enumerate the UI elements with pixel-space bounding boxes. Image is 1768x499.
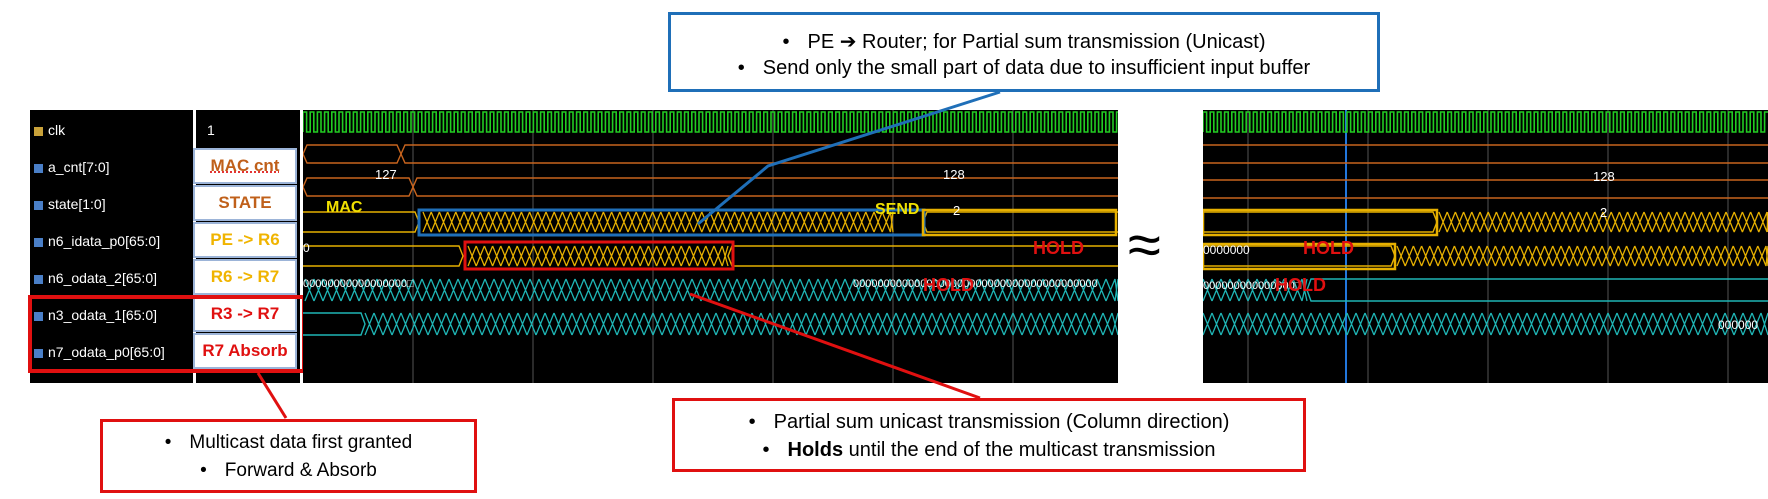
n7-toggle xyxy=(364,312,1119,336)
clock-trace xyxy=(1202,111,1768,133)
a-cnt-value-before: 127 xyxy=(375,167,397,182)
odata-hold-label: HOLD xyxy=(1275,275,1326,295)
tag-label: R6 -> R7 xyxy=(210,267,280,286)
signal-name: state[1:0] xyxy=(48,196,106,212)
bus-icon xyxy=(34,348,43,358)
idata-start-value: 0 xyxy=(303,241,310,255)
signal-row-state[interactable]: state[1:0] xyxy=(34,196,106,212)
state-value: 2 xyxy=(953,203,961,218)
bullet: • xyxy=(737,57,745,79)
tag-label: PE -> R6 xyxy=(210,230,280,249)
n3-bus xyxy=(1306,278,1768,302)
bus-icon xyxy=(34,274,43,284)
signal-name-panel: clk a_cnt[7:0] state[1:0] n6_idata_p0[65… xyxy=(30,110,193,383)
bullet: • xyxy=(164,432,172,453)
bus-icon xyxy=(34,237,43,247)
odata-unicast-highlight xyxy=(463,240,735,271)
callout-bottom-left: • Multicast data first granted • Forward &… xyxy=(100,419,477,493)
callout-top-line1: PE ➔ Router; for Partial sum transmissio… xyxy=(807,31,1266,53)
signal-icon xyxy=(34,126,43,136)
signal-row-n3-odata[interactable]: n3_odata_1[65:0] xyxy=(34,307,157,323)
state-send-label: SEND xyxy=(875,201,920,218)
signal-row-n6-idata[interactable]: n6_idata_p0[65:0] xyxy=(34,233,160,249)
signal-name: clk xyxy=(48,122,66,138)
callout-bottom-right-line2: until the end of the multicast transmiss… xyxy=(843,439,1216,461)
idata-toggle xyxy=(422,211,894,233)
tag-label: MAC cnt xyxy=(210,156,280,175)
signal-name: n3_odata_1[65:0] xyxy=(48,307,157,323)
bullet: • xyxy=(748,411,756,433)
bottom-right-pointer xyxy=(689,292,981,400)
callout-top-line2: Send only the small part of data due to … xyxy=(762,57,1311,79)
tag-mac-cnt: MAC cnt xyxy=(193,148,297,184)
signal-row-n7-odata[interactable]: n7_odata_p0[65:0] xyxy=(34,344,165,360)
idata-hold-label: HOLD xyxy=(1303,238,1354,258)
callout-bottom-left-line2: Forward & Absorb xyxy=(224,460,377,481)
callout-top: • PE ➔ Router; for Partial sum transmissi… xyxy=(668,12,1380,92)
odata-start-value: 000000000000000□ xyxy=(1203,280,1302,292)
signal-row-a-cnt[interactable]: a_cnt[7:0] xyxy=(34,159,110,175)
n3-end-value: 000000 xyxy=(1718,318,1759,332)
a-cnt-value-after: 128 xyxy=(943,167,965,182)
clock-trace xyxy=(302,111,1118,133)
signal-name: n7_odata_p0[65:0] xyxy=(48,344,165,360)
bullet: • xyxy=(200,460,207,481)
signal-name: n6_odata_2[65:0] xyxy=(48,270,157,286)
waveform-left-svg xyxy=(292,110,1129,383)
bullet: • xyxy=(782,31,790,53)
signal-row-clk[interactable]: clk xyxy=(34,122,65,138)
callout-bottom-right-line1: Partial sum unicast transmission (Column… xyxy=(773,411,1230,433)
idata-start-value: 0000000 xyxy=(1203,243,1250,257)
odata-toggle xyxy=(467,245,729,267)
callout-bottom-left-line1: Multicast data first granted xyxy=(189,432,413,453)
n3-toggle xyxy=(1202,278,1308,302)
time-break-symbol: ≈ xyxy=(1128,211,1161,278)
bullet: • xyxy=(762,439,770,461)
tag-label: STATE xyxy=(218,193,272,212)
tag-r6-r7: R6 -> R7 xyxy=(193,259,297,295)
odata-after-value: 0000000000000000000000000000000000000000 xyxy=(853,278,1098,290)
n7-toggle xyxy=(1202,312,1768,336)
odata-start-value: 00000000000000000□ xyxy=(303,278,414,290)
signal-row-n6-odata[interactable]: n6_odata_2[65:0] xyxy=(34,270,157,286)
top-callout-pointer xyxy=(697,90,1001,226)
waveform-panel-right: 128 2 0000000 HOLD 000000000000000□ HOLD… xyxy=(1192,110,1768,383)
state-mac-label: MAC xyxy=(326,199,363,216)
bus-icon xyxy=(34,200,43,210)
idata-hold-highlight xyxy=(1201,208,1439,237)
tag-pe-r6: PE -> R6 xyxy=(193,222,297,258)
clk-value: 1 xyxy=(207,122,215,138)
odata-toggle xyxy=(1396,245,1768,267)
signal-name: n6_idata_p0[65:0] xyxy=(48,233,161,249)
bus-icon xyxy=(34,311,43,321)
tag-r3-r7: R3 -> R7 xyxy=(193,296,297,332)
idata-hold-highlight xyxy=(921,208,1118,237)
idata-hold-label: HOLD xyxy=(1033,238,1084,258)
state-value: 2 xyxy=(1600,205,1608,220)
tag-r7-absorb: R7 Absorb xyxy=(193,333,297,369)
callout-bottom-right: •Partial sum unicast transmission (Colum… xyxy=(672,398,1306,472)
a-cnt-value: 128 xyxy=(1593,169,1615,184)
odata-hold-label: HOLD xyxy=(923,275,974,295)
tag-state: STATE xyxy=(193,185,297,221)
callout-bottom-right-bold: Holds xyxy=(787,439,844,461)
waveform-panel-left: 127 128 MAC SEND 2 0 HOLD 00000000000000… xyxy=(292,110,1129,383)
signal-name: a_cnt[7:0] xyxy=(48,159,110,175)
bus-icon xyxy=(34,163,43,173)
tag-label: R3 -> R7 xyxy=(210,304,280,323)
odata-hold-highlight xyxy=(1201,242,1397,271)
tag-label: R7 Absorb xyxy=(202,341,288,360)
idata-toggle xyxy=(1438,211,1768,233)
n3-toggle xyxy=(304,278,1119,302)
bottom-left-pointer xyxy=(256,372,288,419)
